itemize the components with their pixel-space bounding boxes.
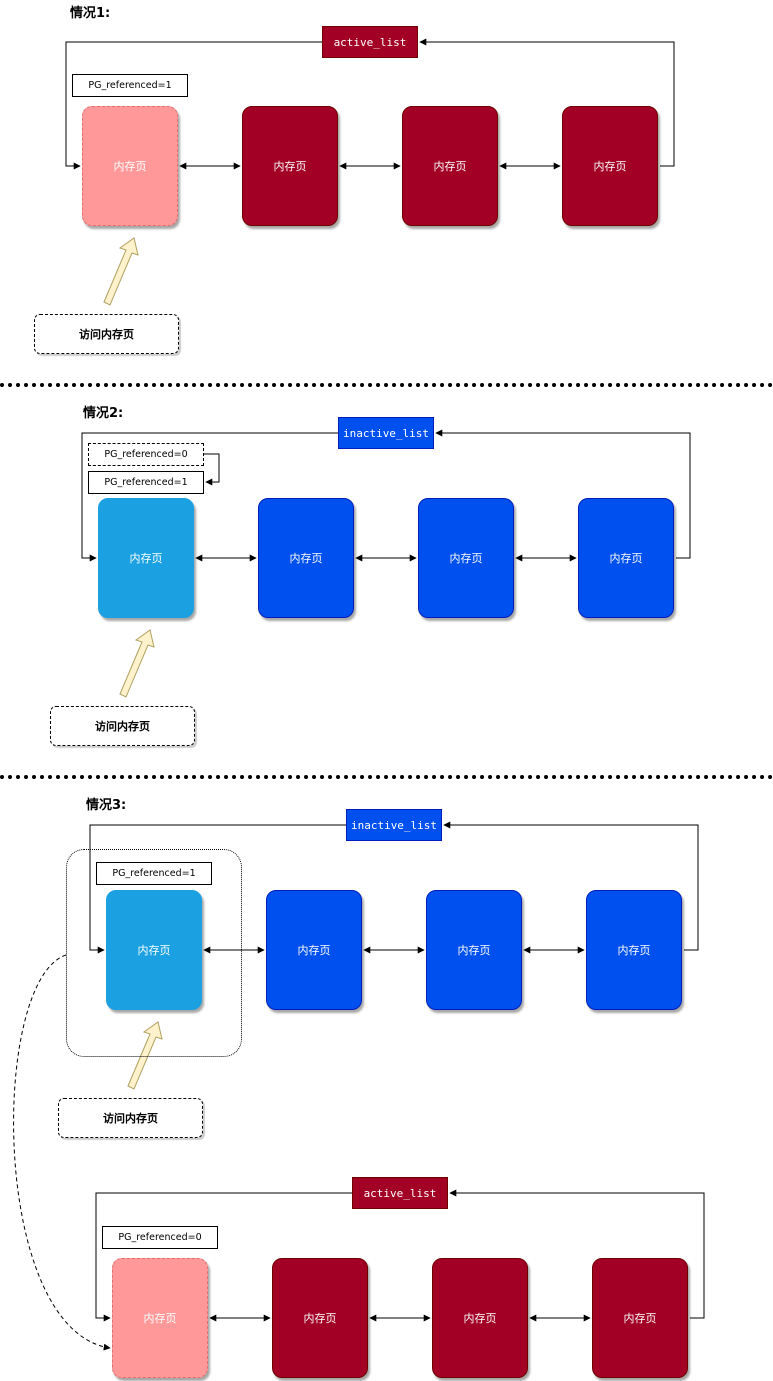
memory-page: 内存页: [562, 106, 658, 226]
memory-page-accessed: 内存页: [98, 498, 194, 618]
memory-page-accessed: 内存页: [82, 106, 178, 226]
loop-3a: [89, 821, 699, 954]
pg-referenced-box: PG_referenced=1: [88, 471, 204, 494]
memory-page: 内存页: [426, 890, 522, 1010]
moved-page-group: [66, 849, 242, 1057]
pg-referenced-box-old: PG_referenced=0: [88, 443, 204, 466]
heading-case-1: 情况1:: [70, 6, 111, 21]
active-list-label: active_list: [352, 1177, 448, 1209]
memory-page: 内存页: [586, 890, 682, 1010]
memory-page: 内存页: [402, 106, 498, 226]
memory-page: 内存页: [592, 1258, 688, 1378]
pg-referenced-box: PG_referenced=1: [96, 862, 212, 885]
heading-case-3: 情况3:: [86, 798, 127, 813]
memory-page: 内存页: [418, 498, 514, 618]
memory-page: 内存页: [578, 498, 674, 618]
access-page-box: 访问内存页: [58, 1098, 203, 1138]
separator: [0, 383, 773, 387]
memory-page-accessed: 内存页: [106, 890, 202, 1010]
memory-page: 内存页: [432, 1258, 528, 1378]
access-arrows: [103, 237, 163, 1090]
loop-3b: [95, 1189, 705, 1322]
access-page-box: 访问内存页: [34, 314, 179, 354]
access-page-box: 访问内存页: [50, 706, 195, 746]
loop-1: [65, 38, 675, 170]
loop-2: [81, 429, 691, 562]
memory-page: 内存页: [272, 1258, 368, 1378]
pg-referenced-box: PG_referenced=1: [72, 74, 188, 97]
memory-page: 内存页: [258, 498, 354, 618]
inactive-list-label: inactive_list: [346, 809, 442, 841]
active-list-label: active_list: [322, 26, 418, 58]
heading-case-2: 情况2:: [83, 406, 124, 421]
memory-page-moved: 内存页: [112, 1258, 208, 1378]
memory-page: 内存页: [266, 890, 362, 1010]
pg-referenced-box: PG_referenced=0: [102, 1226, 218, 1249]
separator: [0, 775, 773, 779]
inactive-list-label: inactive_list: [338, 417, 434, 449]
move-curve: [13, 954, 111, 1351]
memory-page: 内存页: [242, 106, 338, 226]
